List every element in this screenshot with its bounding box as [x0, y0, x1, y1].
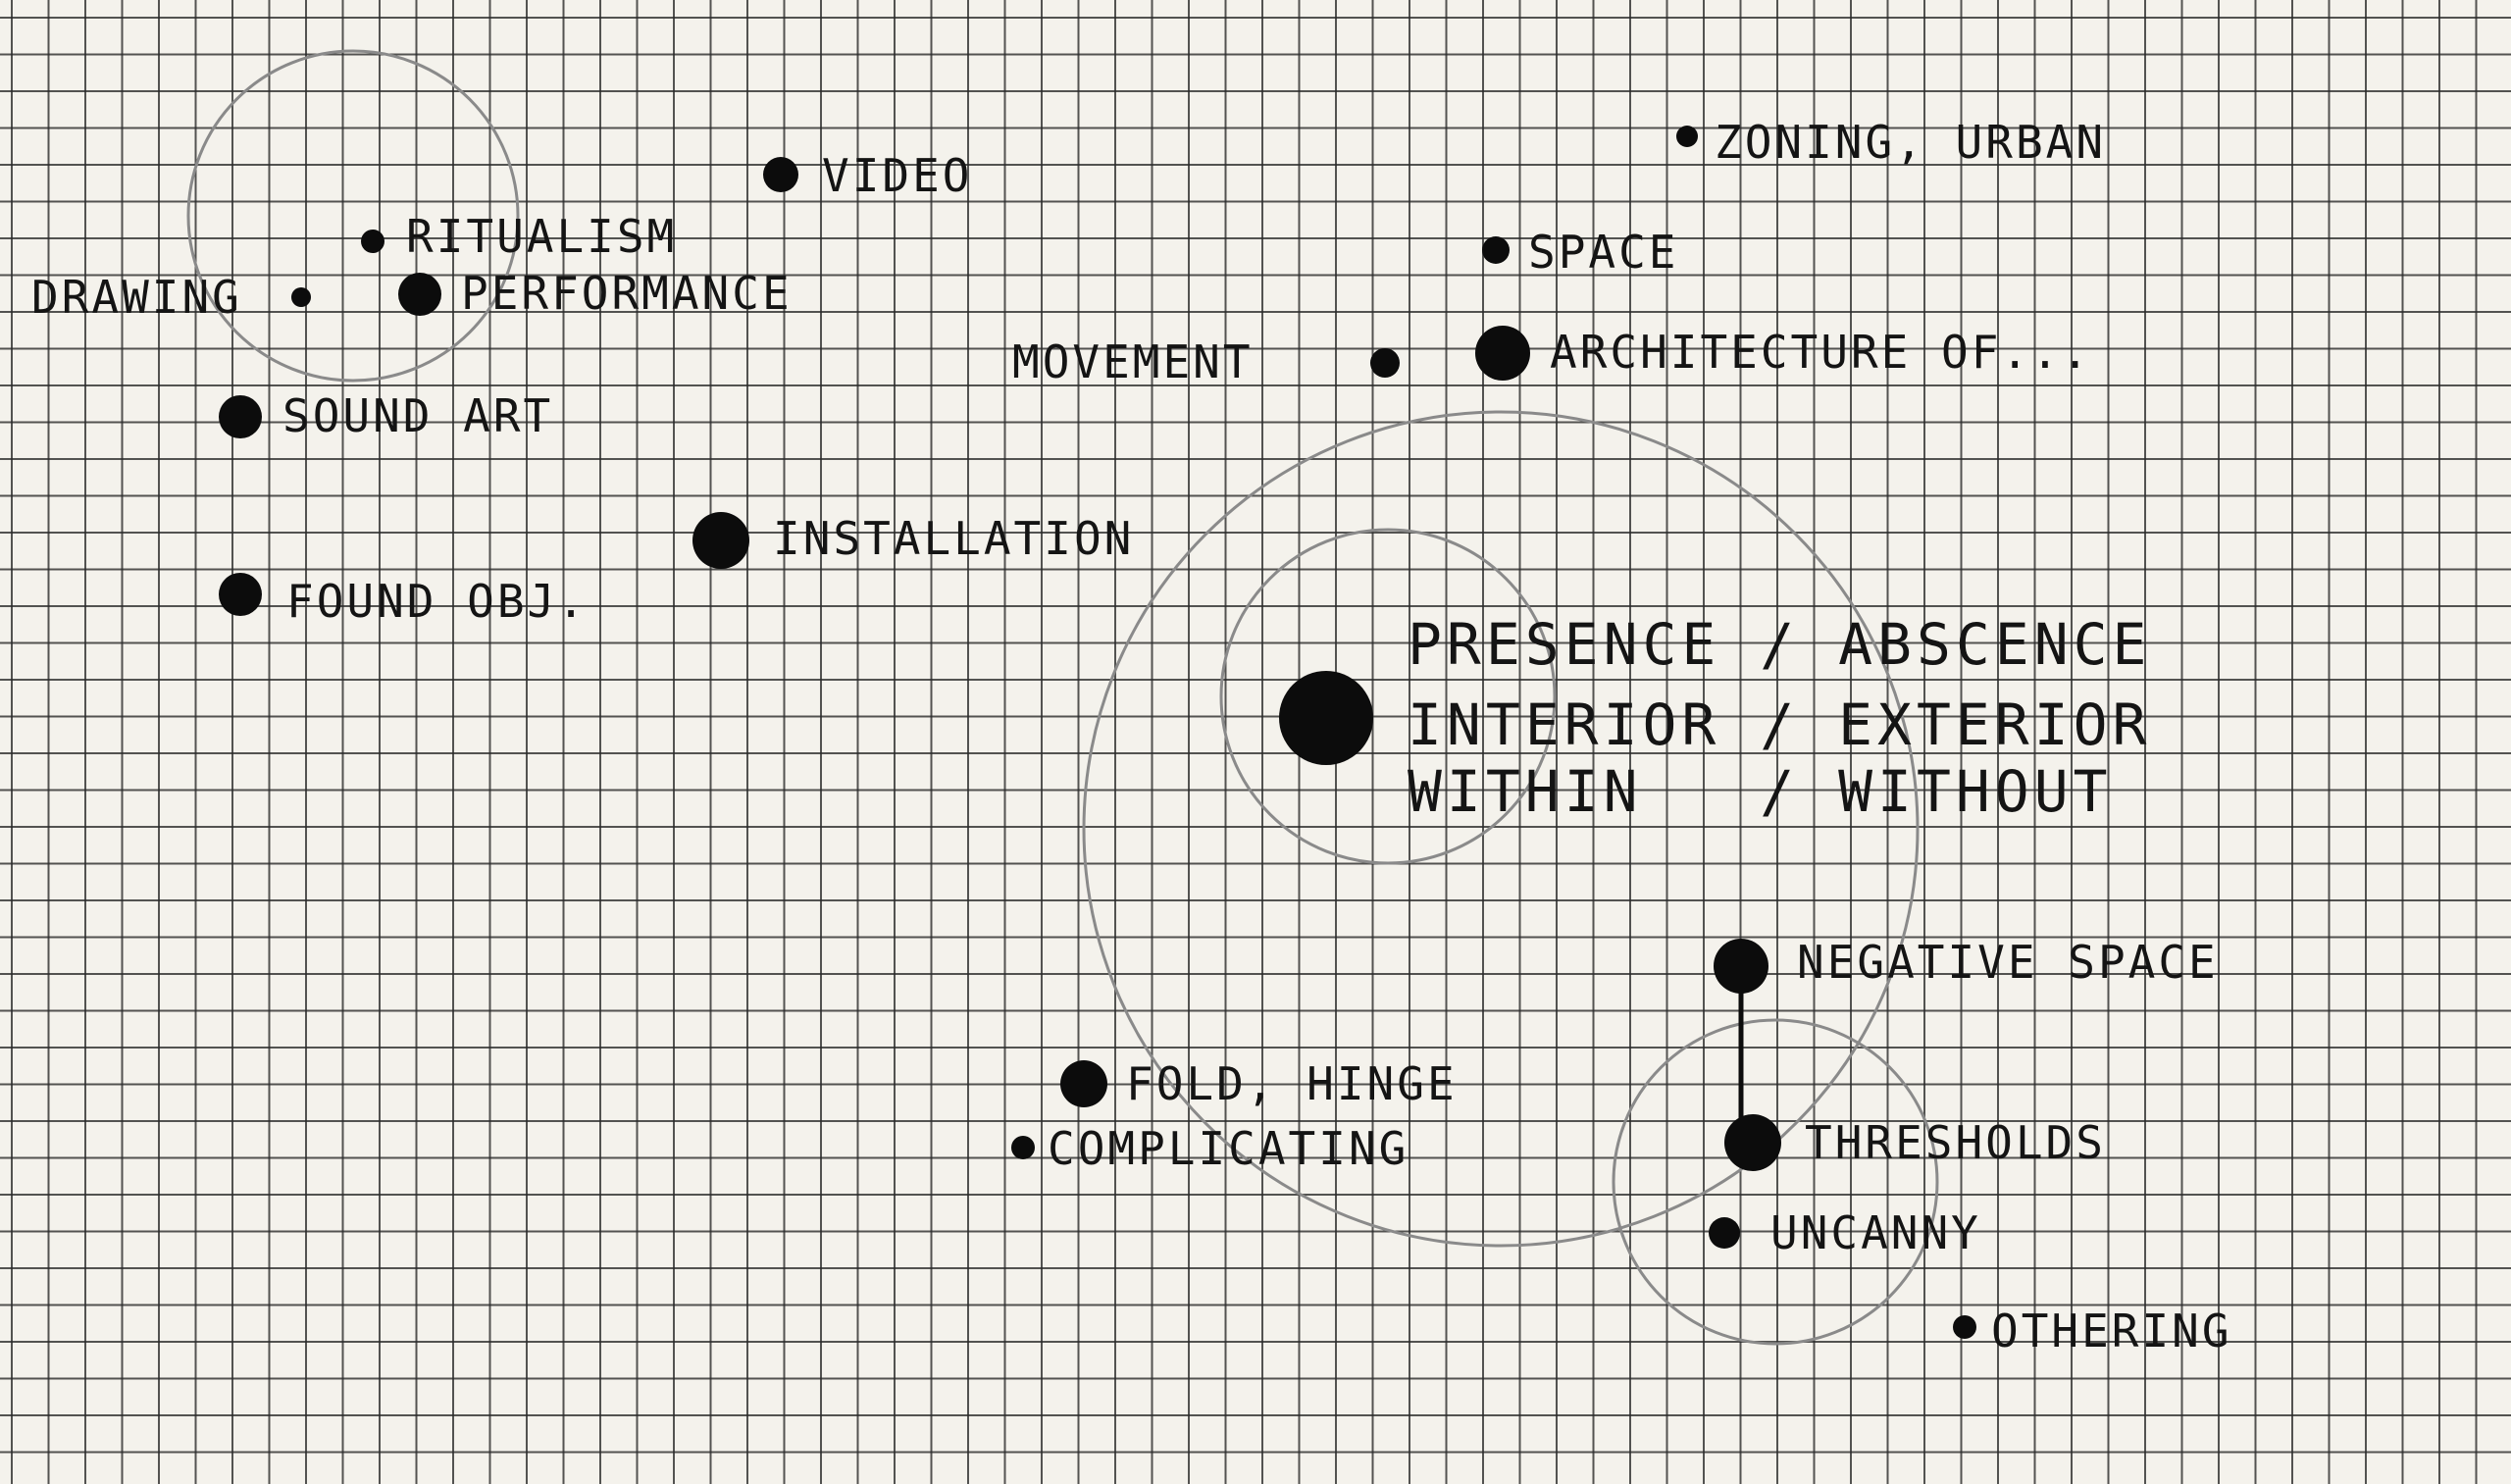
pencil-circle-performance-cluster — [186, 49, 520, 383]
dot-architecture — [1475, 326, 1530, 381]
dot-space — [1482, 236, 1510, 264]
dot-othering — [1953, 1315, 1976, 1339]
label-complicating: COMPLICATING — [1048, 1122, 1409, 1175]
label-found-obj: FOUND OBJ. — [286, 575, 588, 628]
label-ritualism: RITUALISM — [406, 210, 678, 263]
label-video: VIDEO — [822, 149, 973, 202]
dot-center — [1279, 671, 1373, 765]
dot-fold-hinge — [1060, 1060, 1107, 1107]
dot-zoning — [1676, 126, 1698, 147]
label-performance: PERFORMANCE — [461, 267, 793, 320]
label-center-line-3: WITHIN / WITHOUT — [1408, 758, 2113, 825]
dot-performance — [398, 273, 441, 316]
dot-installation — [692, 512, 749, 569]
dot-drawing — [291, 287, 311, 307]
label-drawing: DRAWING — [31, 271, 242, 324]
dot-negative-space — [1714, 939, 1768, 994]
label-fold-hinge: FOLD, HINGE — [1126, 1057, 1458, 1110]
label-sound-art: SOUND ART — [282, 389, 554, 442]
dot-complicating — [1011, 1136, 1035, 1159]
label-zoning: ZONING, URBAN — [1715, 116, 2107, 169]
label-center-line-1: PRESENCE / ABSCENCE — [1408, 611, 2152, 678]
dot-uncanny — [1709, 1217, 1740, 1249]
dot-sound-art — [219, 395, 262, 438]
label-othering: OTHERING — [1991, 1305, 2232, 1357]
dot-found-obj — [219, 573, 262, 616]
dot-ritualism — [361, 230, 384, 253]
dot-movement — [1370, 348, 1400, 378]
dot-thresholds — [1724, 1114, 1781, 1171]
label-center-line-2: INTERIOR / EXTERIOR — [1408, 691, 2152, 758]
pencil-circle-large — [1082, 410, 1920, 1248]
label-negative-space: NEGATIVE SPACE — [1797, 936, 2219, 989]
label-installation: INSTALLATION — [773, 512, 1135, 565]
dot-video — [763, 157, 798, 192]
pencil-circle-center — [1219, 528, 1557, 865]
label-architecture: ARCHITECTURE OF... — [1550, 326, 2092, 379]
label-space: SPACE — [1528, 226, 1679, 279]
pencil-circle-thresholds — [1612, 1018, 1939, 1346]
label-thresholds: THRESHOLDS — [1805, 1116, 2106, 1169]
label-movement: MOVEMENT — [1012, 335, 1254, 388]
label-uncanny: UNCANNY — [1770, 1206, 1981, 1259]
